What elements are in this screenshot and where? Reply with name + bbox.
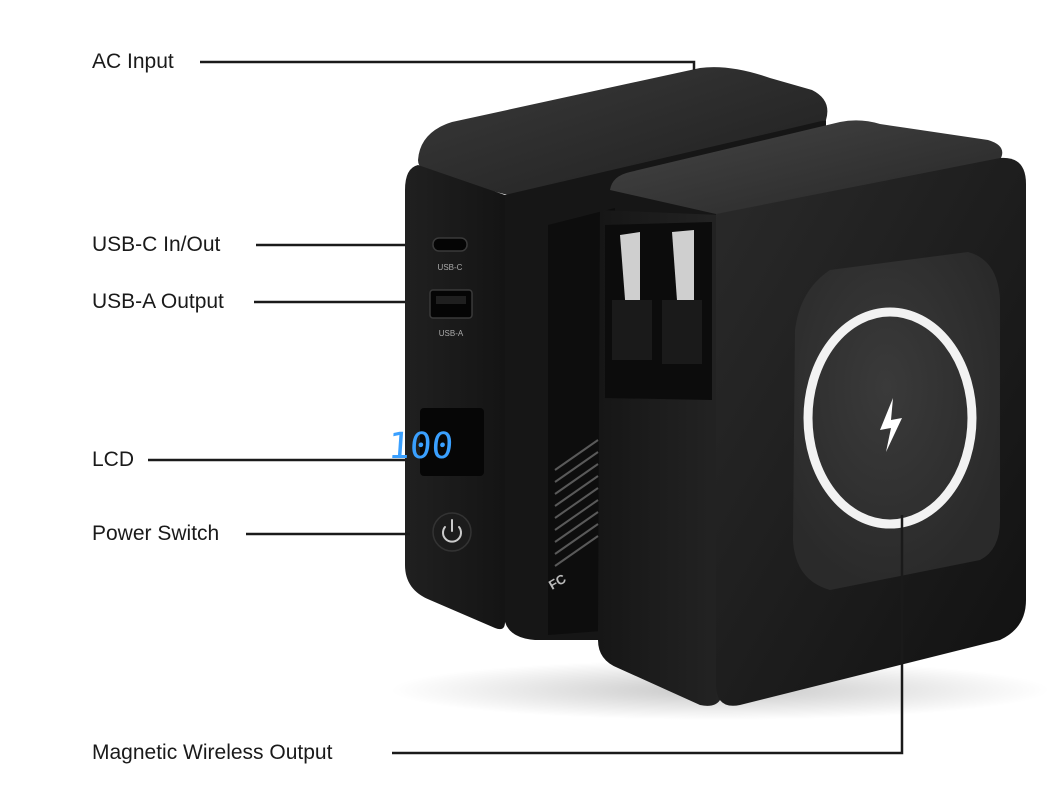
regulatory-text xyxy=(554,439,599,567)
leader-lines xyxy=(148,60,904,755)
usb-a-tongue xyxy=(436,296,466,304)
back-unit-side xyxy=(405,165,505,630)
ac-plug-prongs xyxy=(612,230,702,364)
lightning-bolt-icon xyxy=(880,398,902,452)
callout-magnetic-wireless: Magnetic Wireless Output xyxy=(92,741,333,764)
callout-lcd: LCD xyxy=(92,448,135,471)
callout-usb-c: USB-C In/Out xyxy=(92,233,221,256)
usb-a-port-label: USB-A xyxy=(439,329,464,338)
back-unit-top xyxy=(418,67,828,203)
callout-power-switch: Power Switch xyxy=(92,522,220,545)
front-unit-top xyxy=(610,120,1003,217)
power-icon xyxy=(442,519,462,543)
lcd-screen xyxy=(420,408,484,476)
callout-usb-a: USB-A Output xyxy=(92,290,224,313)
usb-c-port[interactable] xyxy=(432,237,468,252)
leader-wireless xyxy=(392,515,904,755)
label-panel xyxy=(548,208,615,635)
usb-c-port-label: USB-C xyxy=(438,263,463,272)
charging-ring xyxy=(803,307,977,529)
leader-ac-input xyxy=(200,60,696,70)
callout-ac-input: AC Input xyxy=(92,50,174,73)
